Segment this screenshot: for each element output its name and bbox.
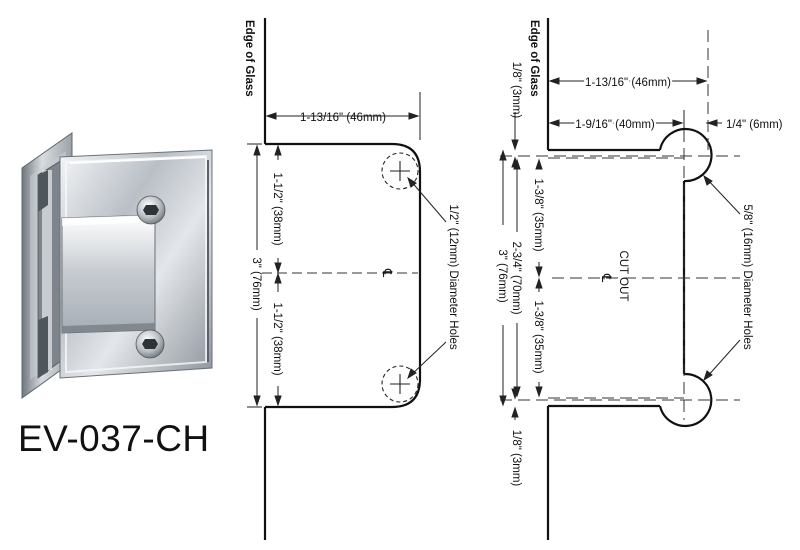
model-number: EV-037-CH [18, 418, 210, 459]
right-cutout-outline [548, 30, 740, 420]
left-lower-label: 1-1/2" (38mm) [271, 302, 283, 375]
left-width-dimension [265, 92, 421, 140]
left-hole-circles [381, 152, 419, 403]
left-lower-hole [381, 365, 419, 403]
right-cutout-label: CUT OUT [617, 251, 629, 302]
right-cut-width-label: 1-9/16" (40mm) [575, 119, 655, 131]
right-hole-note: 5/8" (16mm) Diameter Holes [741, 204, 753, 350]
left-hole-note: 1/2" (12mm) Diameter Holes [447, 204, 459, 350]
hinge-product-image [21, 132, 213, 399]
right-top-offset-label: 1/8" (3mm) [510, 62, 522, 119]
right-lower-label: 1-3/8" (35mm) [532, 300, 544, 373]
right-overhang-label: 1/4" (6mm) [726, 119, 783, 131]
left-upper-hole [381, 152, 419, 190]
left-glass-outline [263, 18, 422, 540]
left-upper-label: 1-1/2" (38mm) [271, 172, 283, 245]
right-bottom-offset-label: 1/8" (3mm) [510, 430, 522, 487]
right-inner-total-label: 2-3/4" (70mm) [510, 241, 522, 314]
right-center-lines [500, 155, 740, 401]
left-total-label: 3" (76mm) [250, 257, 262, 310]
right-glass-outline [546, 18, 713, 540]
right-overall-width-label: 1-13/16" (46mm) [585, 77, 671, 89]
right-hole-leaders [703, 174, 741, 382]
right-vertical-dimensions [499, 112, 543, 420]
left-vertical-dimensions [247, 143, 282, 408]
right-width-dimensions [548, 77, 722, 128]
right-total-label: 3" (76mm) [496, 249, 508, 302]
right-edge-of-glass-label: Edge of Glass [528, 20, 540, 97]
right-center-mark: ℄ [599, 273, 614, 283]
left-width-label: 1-13/16" (46mm) [300, 112, 386, 124]
right-upper-label: 1-3/8" (35mm) [532, 178, 544, 251]
left-edge-of-glass-label: Edge of Glass [243, 20, 255, 97]
left-hole-leaders [407, 176, 447, 380]
left-center-mark: ℄ [380, 268, 395, 278]
